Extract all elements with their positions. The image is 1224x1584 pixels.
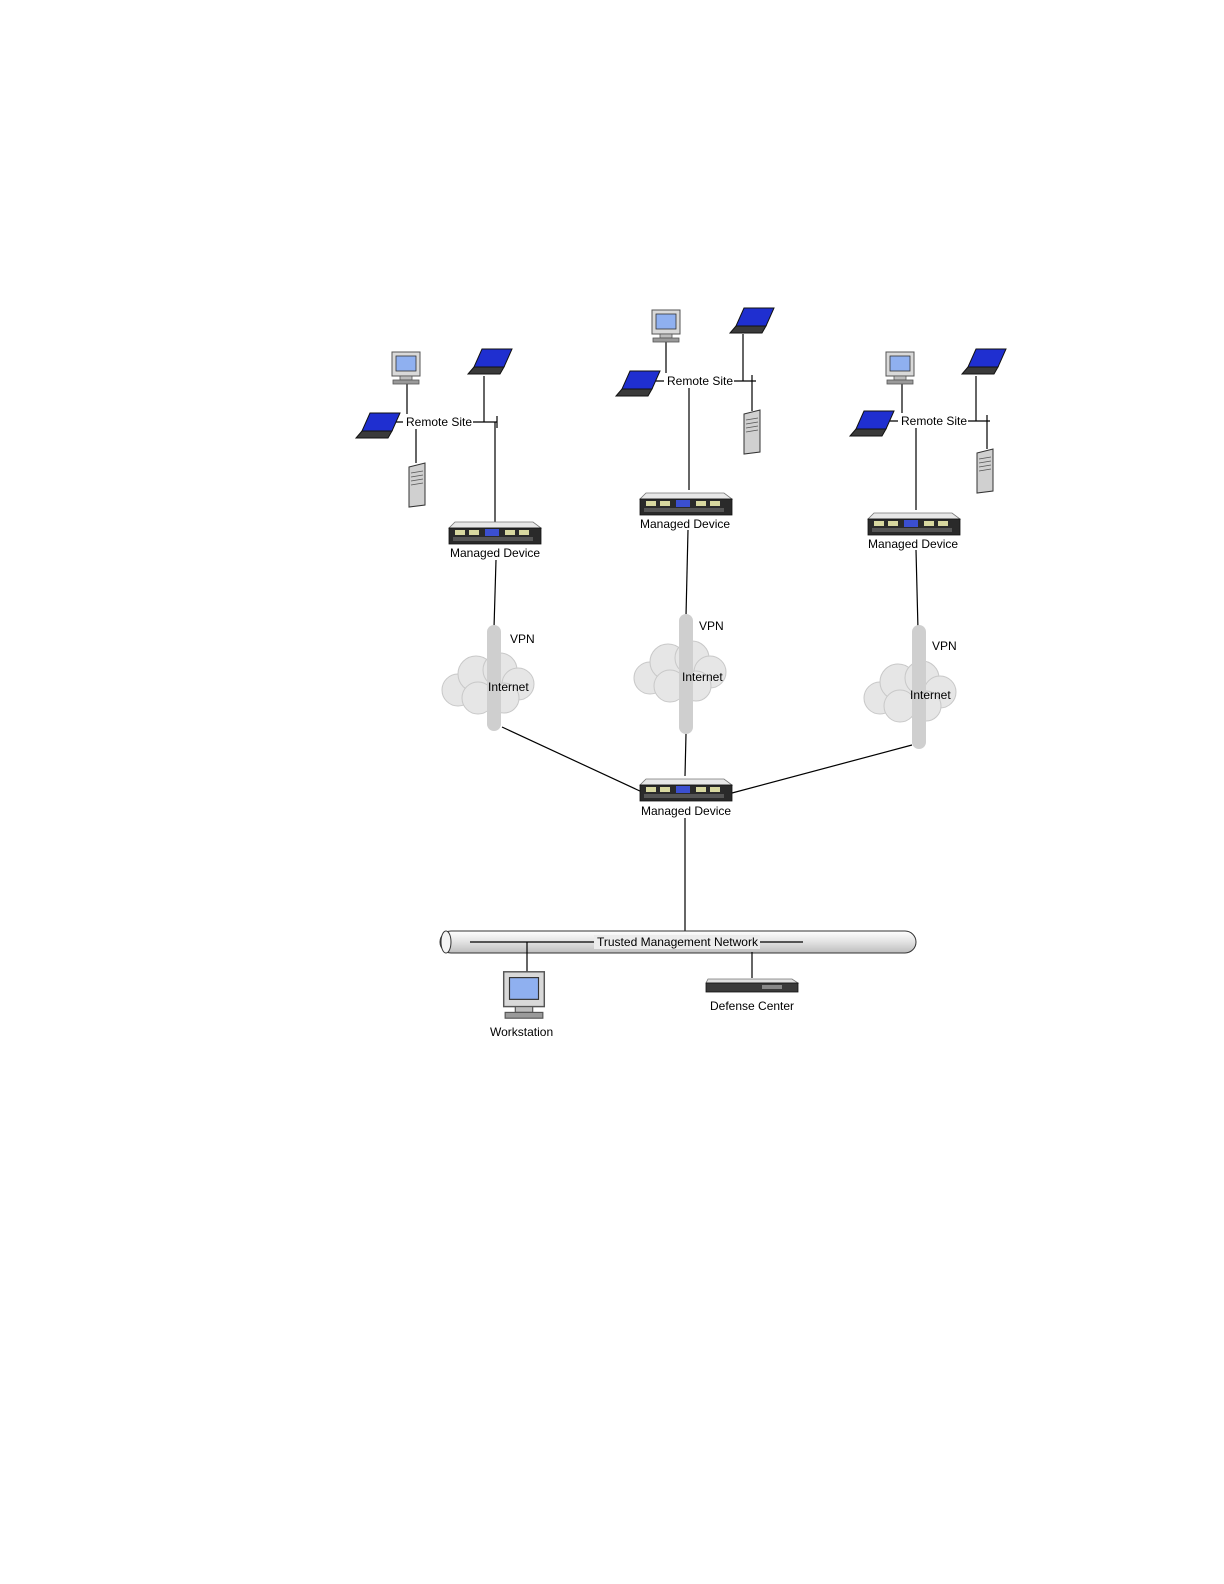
remote-site-label: Remote Site [901,414,967,428]
vpn-label: VPN [932,639,957,653]
workstation-monitor-icon [504,972,545,1018]
hub-managed-device-label: Managed Device [641,804,731,818]
laptop-icon [962,349,1006,374]
desktop-computer-icon [652,310,680,342]
hub-managed-device-icon [640,779,732,801]
vpn-tunnel [912,625,926,749]
vpn-tunnel [487,625,501,731]
remote-site-3: Remote Site Managed Device VPN Internet [850,349,1006,749]
laptop-icon [468,349,512,374]
managed-device-icon [868,513,960,535]
laptop-icon [616,371,660,396]
managed-device-icon [640,493,732,515]
managed-device-icon [449,522,541,544]
internet-label: Internet [910,688,951,702]
defense-center-appliance-icon [706,979,798,992]
managed-device-label: Managed Device [450,546,540,560]
server-tower-icon [744,410,760,454]
laptop-icon [356,413,400,438]
laptop-icon [730,308,774,333]
remote-site-label: Remote Site [406,415,472,429]
hub: Managed Device [502,727,912,942]
managed-device-label: Managed Device [640,517,730,531]
desktop-computer-icon [392,352,420,384]
trusted-management-network: Trusted Management Network [440,931,916,978]
workstation: Workstation [490,972,553,1039]
defense-center-label: Defense Center [710,999,794,1013]
server-tower-icon [409,463,425,507]
server-tower-icon [977,449,993,493]
workstation-label: Workstation [490,1025,553,1039]
trusted-network-label: Trusted Management Network [597,935,759,949]
remote-site-2: Remote Site Managed Device VPN Internet [616,308,774,734]
laptop-icon [850,411,894,436]
internet-label: Internet [488,680,529,694]
remote-site-1: Remote Site Managed Device VPN Internet [356,349,541,731]
internet-label: Internet [682,670,723,684]
defense-center: Defense Center [706,979,798,1013]
vpn-label: VPN [510,632,535,646]
managed-device-label: Managed Device [868,537,958,551]
remote-site-label: Remote Site [667,374,733,388]
desktop-computer-icon [886,352,914,384]
vpn-label: VPN [699,619,724,633]
